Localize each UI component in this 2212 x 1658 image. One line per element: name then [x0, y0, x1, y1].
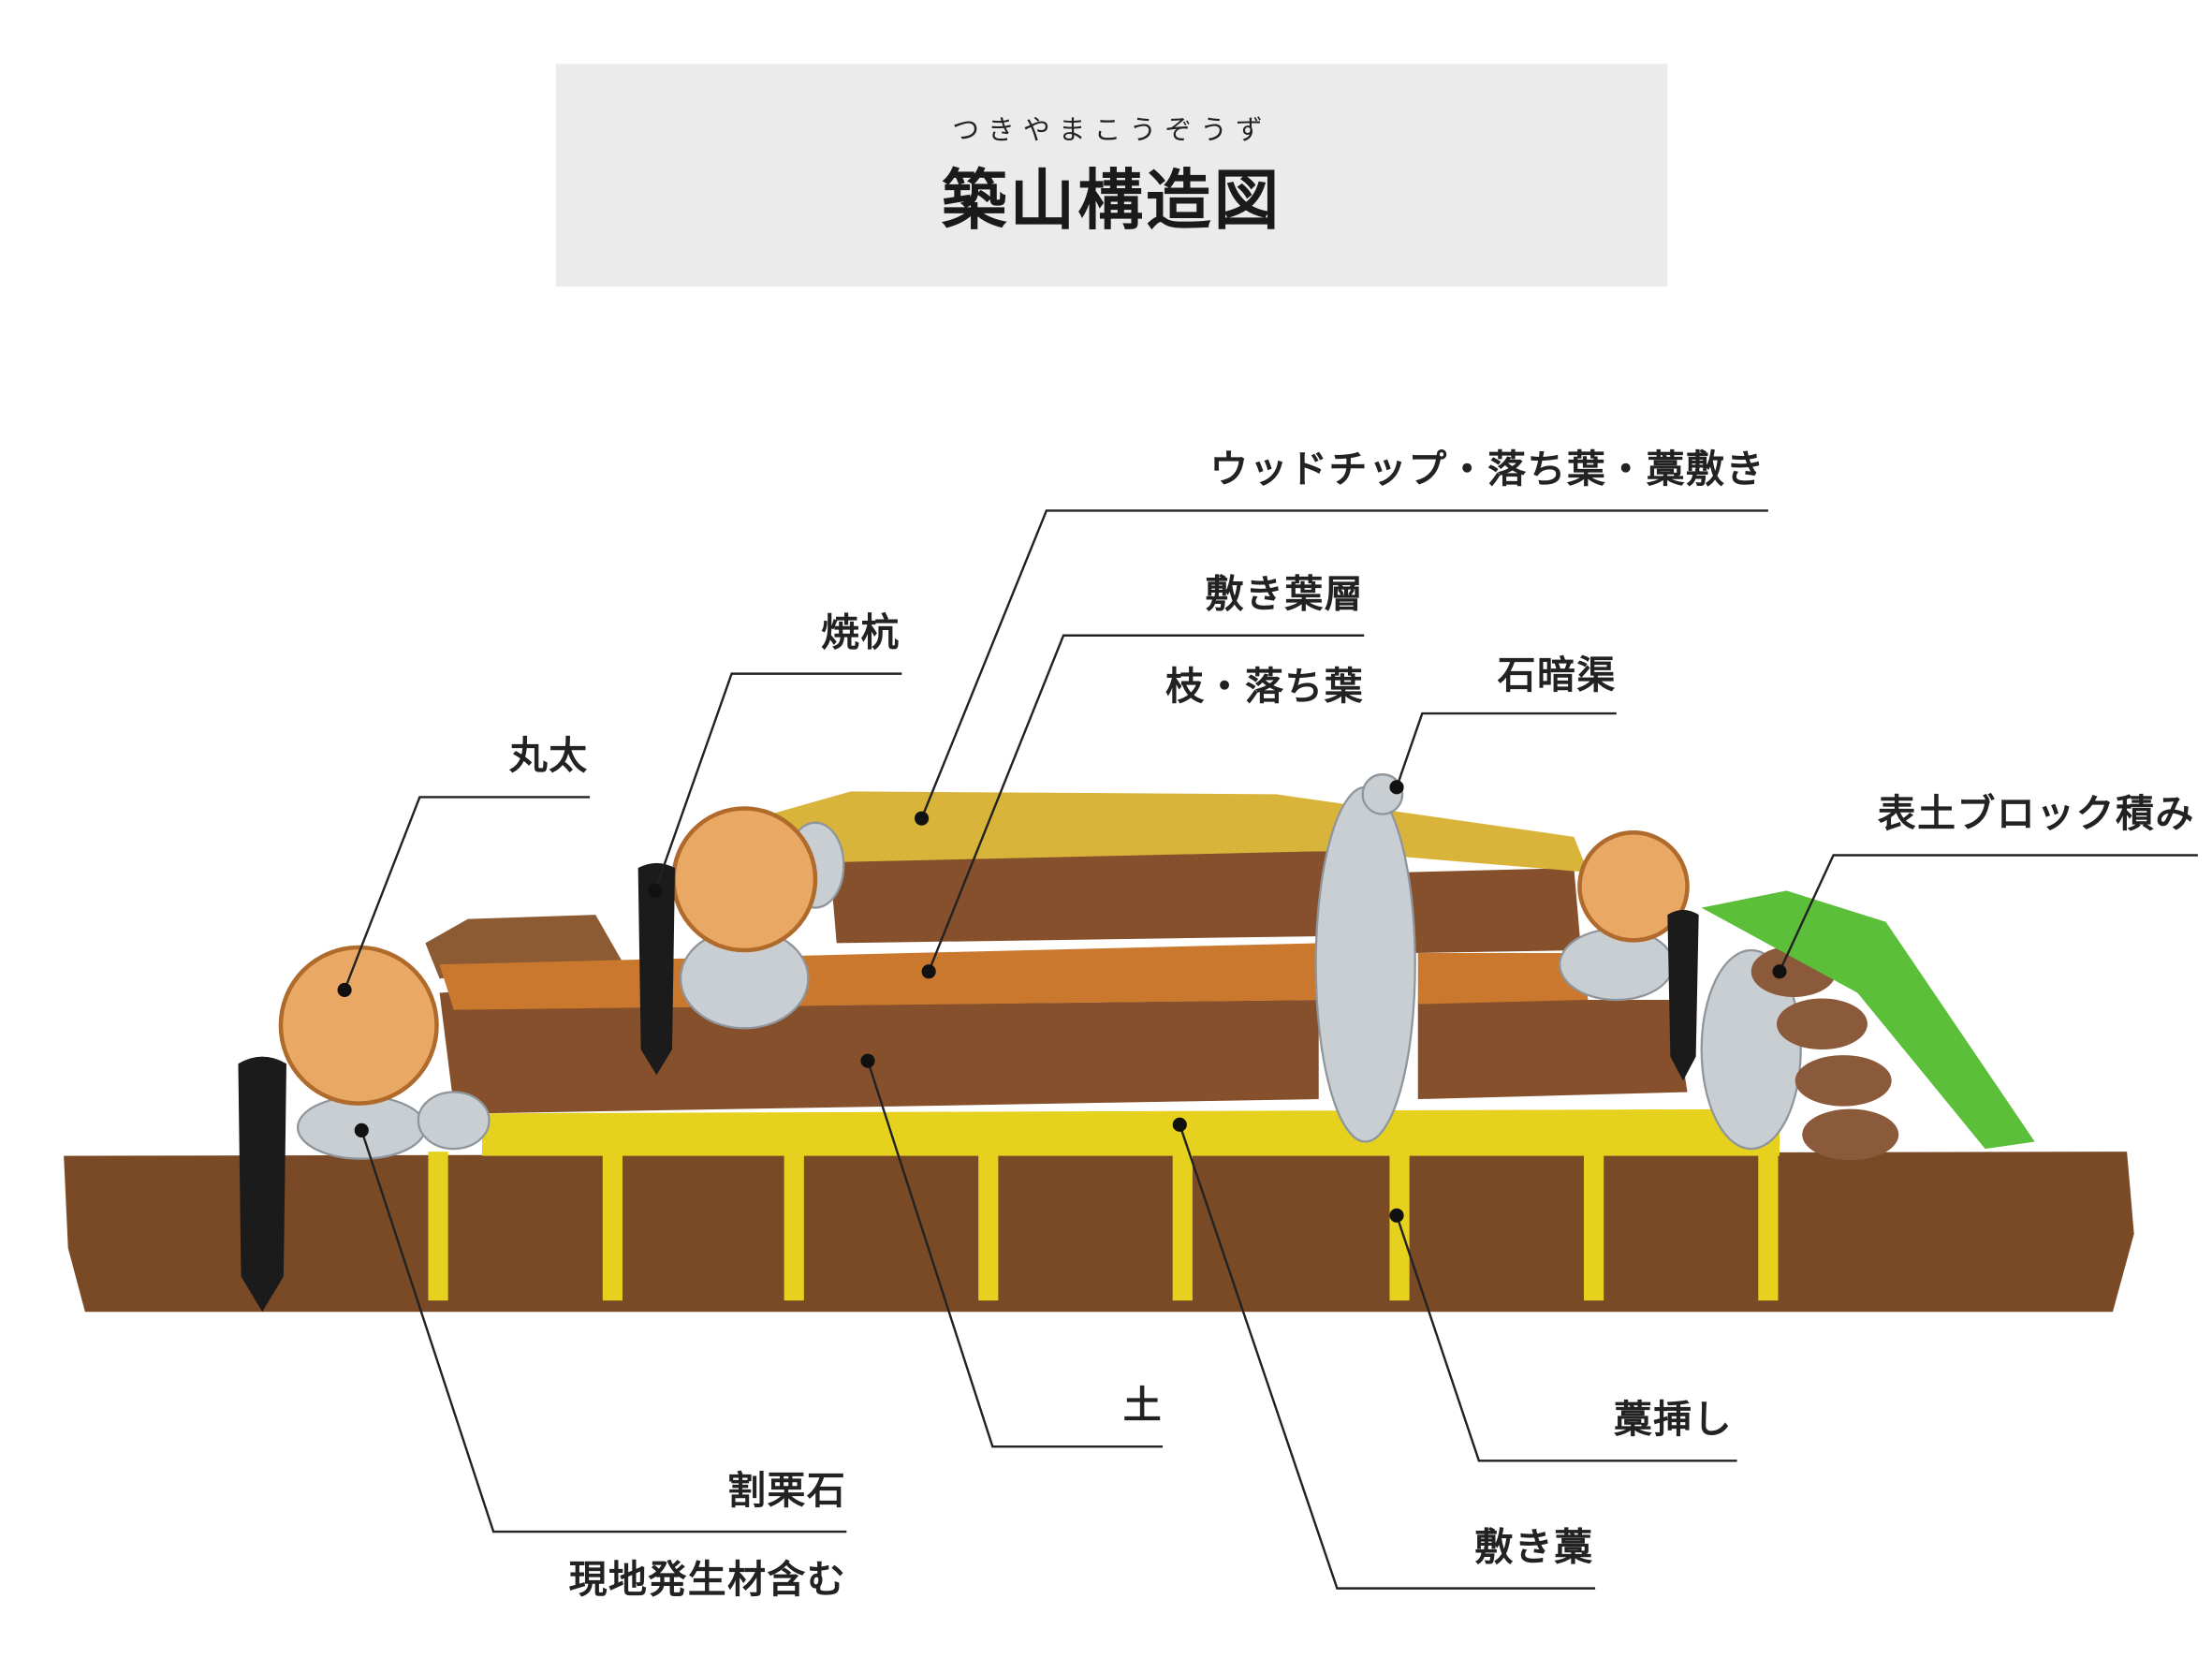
label-woodchip: ウッドチップ・落ち葉・藁敷き	[1209, 447, 1765, 492]
callout-woodchip: ウッドチップ・落ち葉・藁敷き	[915, 447, 1768, 826]
soil-layer-upper	[829, 850, 1333, 944]
callout-charred-stake: 焼杭	[648, 609, 902, 898]
callout-leaf-layer: 敷き葉層 枝・落ち葉	[921, 571, 1365, 979]
callout-topsoil-block: 表土ブロック積み	[1772, 791, 2198, 979]
label-leaf-layer: 敷き葉層	[1206, 571, 1365, 616]
charred-stakes	[238, 862, 1699, 1313]
mound-illustration	[64, 773, 2134, 1313]
logs	[278, 806, 1690, 1106]
title-box: つきやまこうぞうず 築山構造図	[555, 64, 1668, 287]
label-local-material: 現地発生材含む	[569, 1557, 847, 1602]
label-straw-insert: 藁挿し	[1614, 1397, 1733, 1442]
grass	[1701, 890, 2035, 1150]
callout-straw-mat: 敷き藁	[1172, 1117, 1596, 1590]
page-title: 築山構造図	[942, 163, 1282, 239]
ground-soil	[64, 1152, 2134, 1313]
label-log: 丸太	[508, 733, 589, 778]
label-straw-mat: 敷き藁	[1474, 1524, 1593, 1569]
label-topsoil-block: 表土ブロック積み	[1878, 791, 2195, 836]
straw-inserts	[428, 1152, 1779, 1301]
callout-straw-insert: 藁挿し	[1389, 1208, 1737, 1462]
label-soil: 土	[1123, 1383, 1163, 1428]
stones	[296, 773, 1802, 1160]
callout-log: 丸太	[337, 733, 591, 997]
callout-stone-drain: 石暗渠	[1389, 653, 1617, 795]
callout-soil: 土	[860, 1053, 1164, 1448]
label-charred-stake: 焼杭	[821, 609, 901, 654]
callout-crushed-stone: 割栗石 現地発生材含む	[354, 1122, 847, 1602]
leaf-layer-right	[1417, 953, 1589, 1005]
label-branches: 枝・落ち葉	[1165, 664, 1364, 709]
soil-layer-upper-right	[1403, 868, 1581, 954]
label-stone-drain: 石暗渠	[1498, 653, 1617, 697]
title-ruby: つきやまこうぞうず	[952, 114, 1271, 146]
straw-mat	[482, 1108, 1780, 1156]
label-crushed-stone: 割栗石	[727, 1468, 846, 1513]
soil-layer-lower-right	[1417, 1000, 1688, 1100]
